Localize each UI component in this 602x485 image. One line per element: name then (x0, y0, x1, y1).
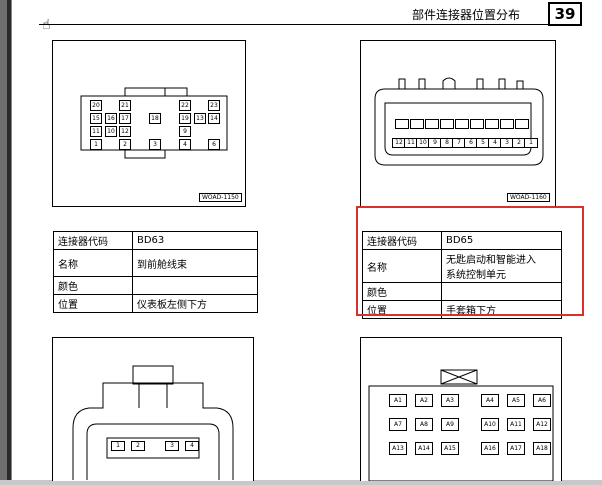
pin: 10 (105, 126, 117, 137)
pin: 17 (119, 113, 131, 124)
pin: A6 (533, 394, 551, 407)
connector-bottom-left-svg (72, 365, 234, 480)
connector-drawing-bd65: 12 11 10 9 8 7 6 5 4 3 2 1 WOAD-1160 (360, 40, 556, 207)
pin: 4 (185, 441, 199, 451)
pin: A13 (389, 442, 407, 455)
pin: 4 (179, 139, 191, 150)
connector-drawing-bottom-right: A1 A2 A3 A4 A5 A6 A7 A8 A9 A10 A11 A12 A… (360, 337, 562, 482)
pin: 6 (208, 139, 220, 150)
pin (485, 119, 499, 129)
pin: A10 (481, 418, 499, 431)
pin: A3 (441, 394, 459, 407)
pin: 21 (119, 100, 131, 111)
pin: A11 (507, 418, 525, 431)
connector-bd63-svg (80, 87, 228, 159)
name-line-1: 无匙启动和智能进入 (446, 255, 536, 266)
highlight-box (356, 206, 584, 316)
pin: 23 (208, 100, 220, 111)
drawing-code-label: WOAD-1160 (507, 193, 550, 202)
pin: A4 (481, 394, 499, 407)
pin: 19 (179, 113, 191, 124)
pin: A7 (389, 418, 407, 431)
pin (440, 119, 454, 129)
pin: 9 (179, 126, 191, 137)
page-number: 39 (548, 2, 582, 26)
pin: A12 (533, 418, 551, 431)
table-value: BD63 (132, 231, 258, 250)
table-key: 颜色 (53, 276, 133, 295)
pin (410, 119, 424, 129)
table-key: 连接器代码 (53, 231, 133, 250)
pin: A8 (415, 418, 433, 431)
table-value (132, 276, 258, 295)
table-value: 仪表板左侧下方 (132, 294, 258, 313)
pin: A17 (507, 442, 525, 455)
header-rule (39, 24, 559, 25)
document-page: ☝ 部件连接器位置分布 39 20 21 22 23 15 16 17 18 1… (11, 0, 602, 482)
pin (515, 119, 529, 129)
pin: 1 (524, 138, 538, 148)
left-scrollbar-edge (0, 0, 11, 480)
table-key: 位置 (53, 294, 133, 313)
name-line-2: 系统控制单元 (446, 270, 506, 281)
drawing-code-label: WOAD-1150 (199, 193, 242, 202)
pin: A9 (441, 418, 459, 431)
pin: A5 (507, 394, 525, 407)
pin: A14 (415, 442, 433, 455)
pin: A2 (415, 394, 433, 407)
pin: 11 (90, 126, 102, 137)
pin: 14 (208, 113, 220, 124)
pin: 13 (194, 113, 206, 124)
pin: 3 (165, 441, 179, 451)
table-value: 到前舱线束 (132, 249, 258, 277)
connector-bd65-svg (374, 77, 544, 166)
pin: 16 (105, 113, 117, 124)
pin: 20 (90, 100, 102, 111)
pin: A18 (533, 442, 551, 455)
pin: A15 (441, 442, 459, 455)
hand-cursor-icon: ☝ (42, 17, 51, 33)
pin (470, 119, 484, 129)
connector-drawing-bd63: 20 21 22 23 15 16 17 18 13 14 19 11 10 1… (52, 40, 246, 207)
table-key: 名称 (53, 249, 133, 277)
pin (500, 119, 514, 129)
page-header-title: 部件连接器位置分布 (412, 8, 521, 22)
pin (395, 119, 409, 129)
table-value: 无匙启动和智能进入系统控制单元 (441, 249, 562, 283)
pin: 2 (131, 441, 145, 451)
connector-bottom-right-svg (368, 369, 554, 482)
pin: A1 (389, 394, 407, 407)
pin: 15 (90, 113, 102, 124)
pin: 2 (119, 139, 131, 150)
pin (455, 119, 469, 129)
pin: 3 (149, 139, 161, 150)
pin: 18 (149, 113, 161, 124)
pin: 12 (119, 126, 131, 137)
connector-drawing-bottom-left: 1 2 3 4 (52, 337, 254, 481)
pin: 1 (111, 441, 125, 451)
pin (425, 119, 439, 129)
pin: A16 (481, 442, 499, 455)
pin: 22 (179, 100, 191, 111)
pin: 1 (90, 139, 102, 150)
